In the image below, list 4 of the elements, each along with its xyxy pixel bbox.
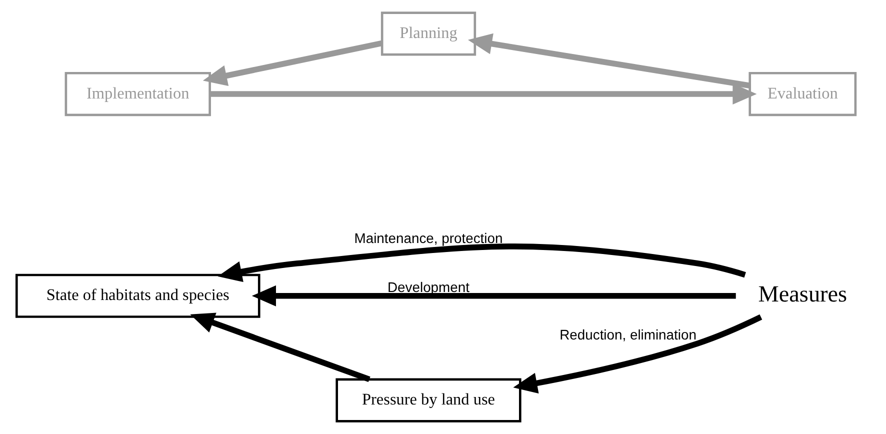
edge-label: Maintenance, protection (354, 230, 503, 246)
edge-label: Reduction, elimination (560, 326, 696, 343)
node-text: Measures (758, 282, 848, 308)
edge-label: Development (388, 278, 470, 295)
